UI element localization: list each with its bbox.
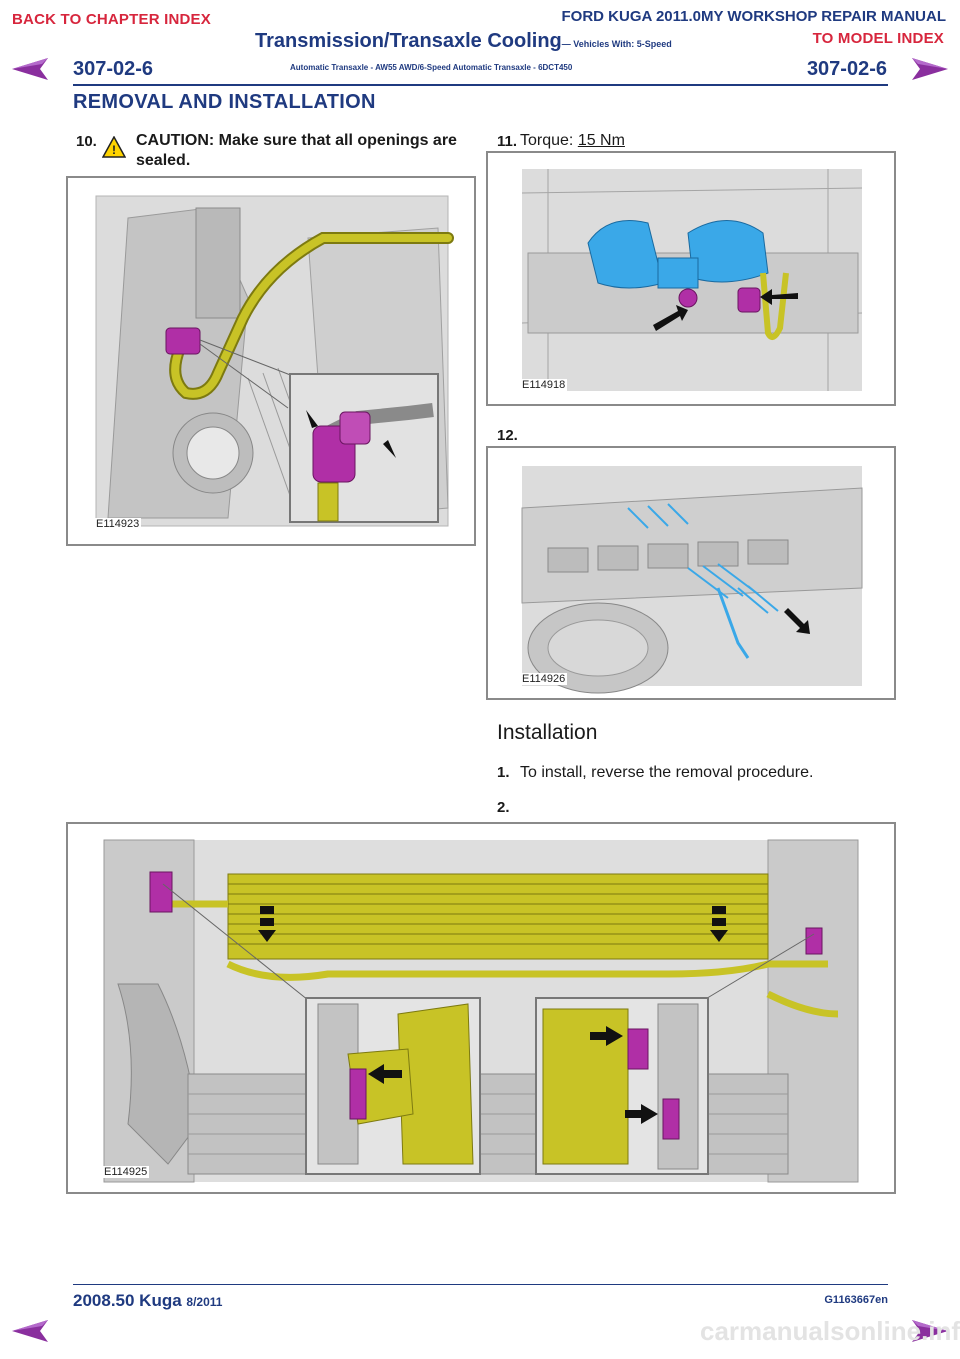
subheader: Automatic Transaxle - AW55 AWD/6-Speed A… <box>290 63 573 72</box>
back-to-chapter-index-link[interactable]: BACK TO CHAPTER INDEX <box>12 11 211 28</box>
watermark: carmanualsonline.info <box>700 1316 960 1346</box>
figure-e114918: E114918 <box>486 151 896 406</box>
page-number-right: 307-02-6 <box>806 58 887 80</box>
next-page-arrow-icon[interactable] <box>912 58 948 85</box>
chapter-suffix: — Vehicles With: 5-Speed <box>561 39 672 49</box>
footer-code: G1163667en <box>824 1294 888 1306</box>
step-10-number: 10. <box>76 133 97 150</box>
step-11-number: 11. <box>497 133 518 150</box>
footer-rule <box>73 1284 888 1285</box>
install-step-1-text: To install, reverse the removal procedur… <box>520 764 814 781</box>
footer-date: 8/2011 <box>186 1295 223 1309</box>
air-deflector-illustration <box>521 466 863 694</box>
horn-illustration <box>521 169 863 391</box>
footer-model-name: 2008.50 Kuga <box>73 1291 182 1310</box>
caution-icon: ! <box>101 135 127 163</box>
figure-e114925: E114925 <box>66 822 896 1194</box>
transmission-cooler-illustration <box>103 839 859 1183</box>
chapter-title: Transmission/Transaxle Cooling <box>255 30 562 52</box>
section-title: REMOVAL AND INSTALLATION <box>73 91 376 113</box>
cooler-hose-illustration <box>95 195 454 527</box>
manual-title: FORD KUGA 2011.0MY WORKSHOP REPAIR MANUA… <box>561 8 947 25</box>
torque-label: Torque: <box>520 132 578 149</box>
step-10-caution: CAUTION: Make sure that all openings are… <box>136 132 457 169</box>
install-step-2-number: 2. <box>497 799 510 816</box>
step-12-number: 12. <box>497 427 518 444</box>
step-11-text: Torque: 15 Nm <box>520 132 625 150</box>
page-number-left: 307-02-6 <box>73 58 154 80</box>
next-page-arrow-bottom-icon[interactable] <box>912 1320 948 1347</box>
torque-value-link[interactable]: 15 Nm <box>577 132 625 149</box>
prev-page-arrow-bottom-icon[interactable] <box>12 1320 48 1347</box>
header-rule <box>73 84 888 86</box>
installation-heading: Installation <box>497 721 598 744</box>
figure-label-e114925: E114925 <box>102 1166 150 1178</box>
figure-e114923: E114923 <box>66 176 476 546</box>
install-step-1-number: 1. <box>497 764 510 781</box>
figure-e114926: E114926 <box>486 446 896 700</box>
footer-model: 2008.50 Kuga 8/2011 <box>73 1291 222 1311</box>
figure-label-e114918: E114918 <box>520 379 568 391</box>
figure-label-e114926: E114926 <box>520 673 568 685</box>
prev-page-arrow-icon[interactable] <box>12 58 48 85</box>
figure-label-e114923: E114923 <box>94 518 142 530</box>
to-model-index-link[interactable]: TO MODEL INDEX <box>812 30 944 47</box>
chapter-heading: Transmission/Transaxle Cooling— Vehicles… <box>255 30 672 53</box>
svg-text:!: ! <box>112 143 116 157</box>
